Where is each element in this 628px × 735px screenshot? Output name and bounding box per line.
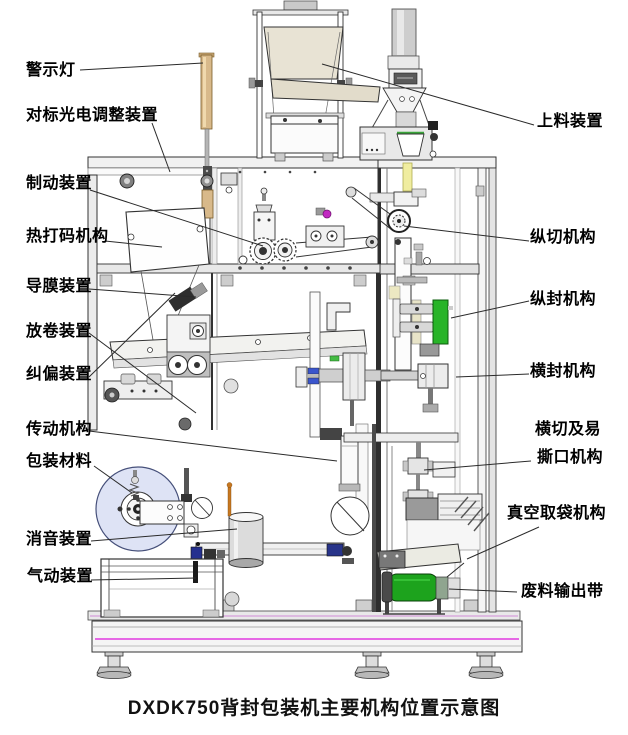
label-tear-notch-mechanism: 撕口机构	[537, 449, 604, 466]
leader-lines	[79, 62, 540, 593]
foot-left	[96, 651, 132, 679]
orange-pin	[227, 485, 232, 517]
center-machinery	[226, 291, 391, 536]
bagging-lower-assembly	[343, 424, 490, 615]
solenoid-valves	[190, 542, 354, 564]
back-seal-wheel-unit	[238, 187, 379, 265]
label-longitudinal-seal-mechanism: 纵封机构	[530, 291, 597, 308]
pneumatic-frame	[100, 558, 224, 618]
feed-chute	[270, 78, 381, 103]
cross-seal-drive	[295, 352, 391, 401]
deviation-correction-rail	[103, 373, 173, 403]
feeder-assembly	[248, 0, 438, 162]
label-warning-light: 警示灯	[26, 62, 76, 79]
label-cross-seal-mechanism: 横封机构	[530, 363, 597, 380]
forming-tube	[402, 162, 413, 192]
hopper	[263, 26, 344, 80]
warning-light	[200, 54, 213, 130]
blue-valve	[190, 546, 203, 560]
pneumatic-fitting	[193, 561, 198, 583]
foot-middle	[354, 651, 390, 679]
cross-seal-unit	[380, 363, 449, 413]
leveling-feet	[96, 651, 504, 679]
film-guide-tray	[109, 329, 368, 369]
photo-sensor-carriage	[220, 172, 238, 186]
label-longitudinal-cut-mechanism: 纵切机构	[530, 229, 597, 246]
roll-shaft-bracket	[139, 500, 185, 525]
foot-right	[468, 651, 504, 679]
label-mark-photoelectric-adjuster: 对标光电调整装置	[26, 107, 159, 124]
filling-head	[359, 68, 438, 161]
blue-valve	[326, 543, 344, 557]
label-unwind-device: 放卷装置	[26, 323, 93, 340]
waste-conveyor-roller	[387, 573, 439, 602]
unwind-brake-motor	[168, 282, 208, 312]
adjust-knob	[428, 121, 438, 130]
unwind-assembly	[103, 282, 239, 431]
label-cross-cut-and-easy: 横切及易	[535, 421, 602, 438]
longitudinal-seal-unit	[392, 298, 453, 357]
label-pneumatic-device: 气动装置	[27, 568, 94, 585]
warning-light-assembly	[198, 52, 215, 219]
label-silencer-device: 消音装置	[26, 531, 93, 548]
label-brake-device: 制动装置	[26, 175, 93, 192]
label-hot-code-printer: 热打码机构	[26, 228, 109, 245]
label-waste-output-belt: 废料输出带	[521, 583, 604, 600]
waste-conveyor	[381, 571, 461, 615]
label-deviation-correction-device: 纠偏装置	[26, 366, 93, 383]
magenta-indicator	[322, 209, 332, 219]
vacuum-bag-pickup-unit	[376, 493, 490, 571]
cabinet-frame	[87, 150, 497, 613]
label-transmission-mechanism: 传动机构	[26, 421, 93, 438]
fill-pipe	[387, 8, 420, 70]
label-film-guide-device: 导膜装置	[26, 278, 93, 295]
film-roll-assembly	[95, 466, 213, 552]
label-packaging-material: 包装材料	[26, 453, 93, 470]
forming-sealing-column	[345, 162, 453, 413]
label-vacuum-bag-pickup-mechanism: 真空取袋机构	[507, 505, 607, 522]
label-feeding-device: 上料装置	[537, 113, 604, 130]
warning-light-pole-block	[201, 189, 214, 219]
hot-code-printer-unit	[125, 207, 210, 341]
longitudinal-seal-block	[432, 299, 449, 345]
diagram-caption: DXDK750背封包装机主要机构位置示意图	[127, 698, 501, 719]
